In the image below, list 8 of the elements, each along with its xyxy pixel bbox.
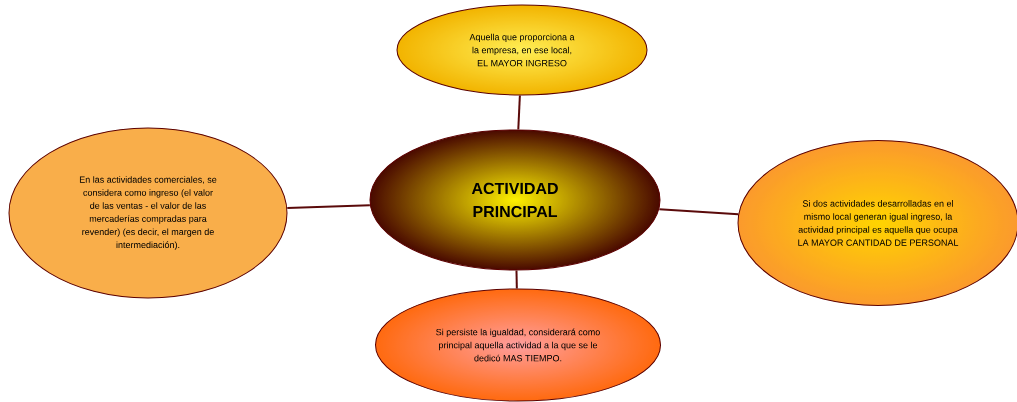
ellipse-node: En las actividades comerciales, se considera como ingreso (el valor de las ventas - el valor de las mercaderías compradas para revender) (es decir, el margen de intermediación). — [8, 127, 288, 299]
connector-line — [286, 204, 371, 210]
connector-line — [658, 208, 740, 216]
ellipse-node: ACTIVIDAD PRINCIPAL — [369, 129, 661, 271]
connector-line — [515, 269, 518, 290]
ellipse-node: Aquella que proporciona a la empresa, en ese local, EL MAYOR INGRESO — [396, 4, 648, 96]
connector-line — [517, 94, 521, 131]
ellipse-node: Si persiste la igualdad, considerará como principal aquella actividad a la que se le dedicó MAS TIEMPO. — [375, 288, 661, 402]
